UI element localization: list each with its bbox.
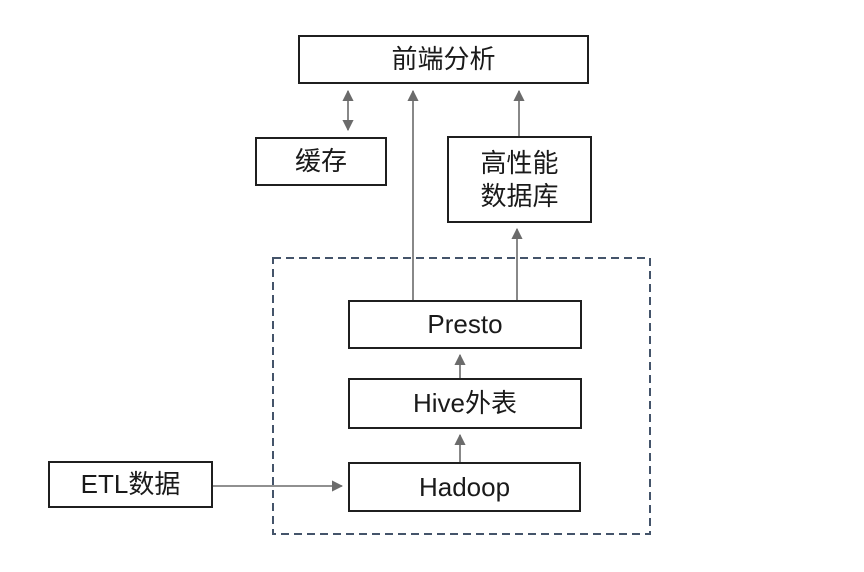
node-hive-external-table: Hive外表: [348, 378, 582, 429]
node-frontend-analysis-label: 前端分析: [391, 44, 496, 75]
node-hadoop-label: Hadoop: [418, 471, 511, 502]
node-etl-data-label: ETL数据: [80, 469, 181, 500]
node-hadoop: Hadoop: [348, 462, 581, 512]
node-cache-label: 缓存: [294, 146, 347, 177]
node-etl-data: ETL数据: [48, 461, 213, 508]
cluster-dashed-container: [272, 257, 651, 535]
node-cache: 缓存: [255, 137, 387, 186]
node-high-performance-database-label-line1: 高性能: [480, 148, 559, 178]
node-presto: Presto: [348, 300, 582, 349]
node-frontend-analysis: 前端分析: [298, 35, 589, 84]
node-presto-label: Presto: [427, 309, 503, 340]
node-hive-external-table-label: Hive外表: [412, 388, 517, 419]
node-high-performance-database: 高性能 数据库: [447, 136, 592, 223]
node-high-performance-database-label-line2: 数据库: [480, 180, 559, 211]
